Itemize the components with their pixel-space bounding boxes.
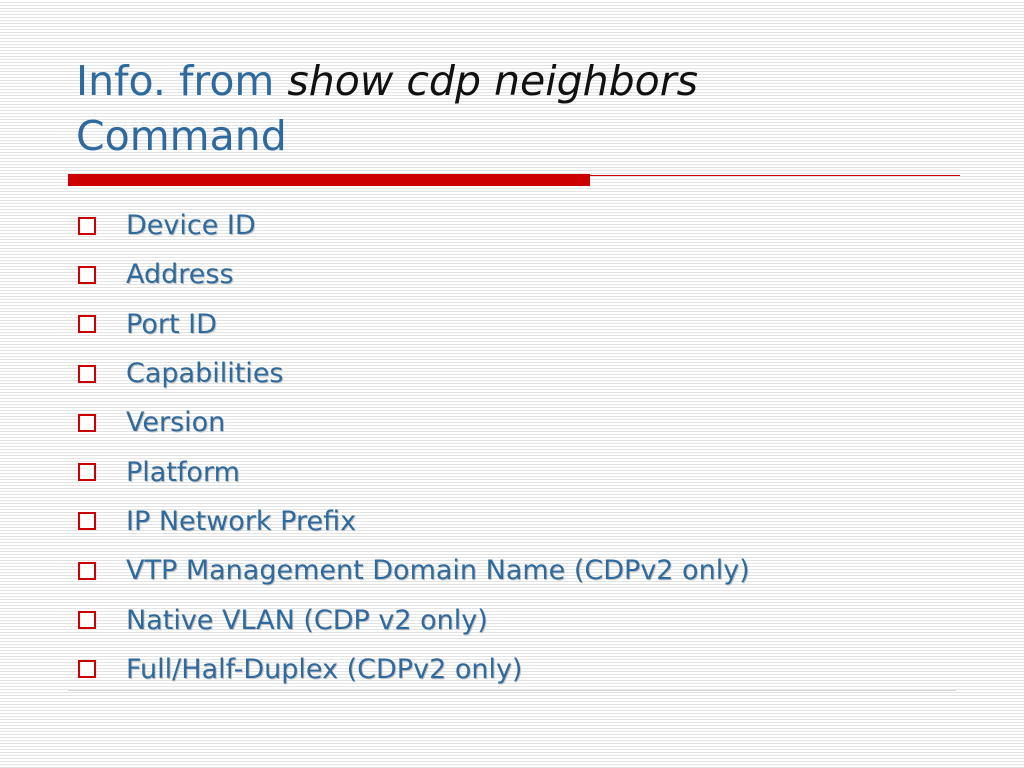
bullet-item: Port ID [78, 300, 750, 349]
bullet-text: Capabilities [126, 358, 284, 390]
bullet-text: Address [126, 259, 234, 291]
title-divider-thick [68, 174, 590, 186]
hollow-square-bullet-icon [78, 512, 96, 531]
bullet-item: Device ID [78, 201, 750, 250]
bottom-divider [68, 690, 956, 691]
bullet-item: Native VLAN (CDP v2 only) [78, 595, 750, 644]
bullet-text: Full/Half-Duplex (CDPv2 only) [126, 653, 523, 685]
title-divider-thin [590, 175, 960, 176]
bullet-text: Platform [126, 456, 240, 488]
bullet-item: Full/Half-Duplex (CDPv2 only) [78, 645, 750, 694]
title-suffix: Command [76, 112, 287, 160]
hollow-square-bullet-icon [78, 660, 96, 679]
bullet-item: Address [78, 250, 750, 299]
hollow-square-bullet-icon [78, 611, 96, 630]
hollow-square-bullet-icon [78, 463, 96, 482]
hollow-square-bullet-icon [78, 216, 96, 235]
title-prefix: Info. from [76, 57, 288, 105]
bullet-text: IP Network Prefix [126, 505, 357, 537]
bullet-text: Native VLAN (CDP v2 only) [126, 604, 488, 636]
bullet-text: Device ID [126, 210, 256, 242]
hollow-square-bullet-icon [78, 364, 96, 383]
bullet-text: Version [126, 407, 226, 439]
hollow-square-bullet-icon [78, 561, 96, 580]
bullet-item: Platform [78, 447, 750, 496]
bullet-item: IP Network Prefix [78, 497, 750, 546]
bullet-item: Capabilities [78, 349, 750, 398]
title-command: show cdp neighbors [287, 57, 698, 105]
bullet-item: Version [78, 398, 750, 447]
hollow-square-bullet-icon [78, 265, 96, 284]
bullet-list: Device ID Address Port ID Capabilities V… [78, 201, 750, 694]
hollow-square-bullet-icon [78, 315, 96, 334]
bullet-text: Port ID [126, 308, 217, 340]
bullet-text: VTP Management Domain Name (CDPv2 only) [126, 555, 750, 587]
bullet-item: VTP Management Domain Name (CDPv2 only) [78, 546, 750, 595]
hollow-square-bullet-icon [78, 413, 96, 432]
